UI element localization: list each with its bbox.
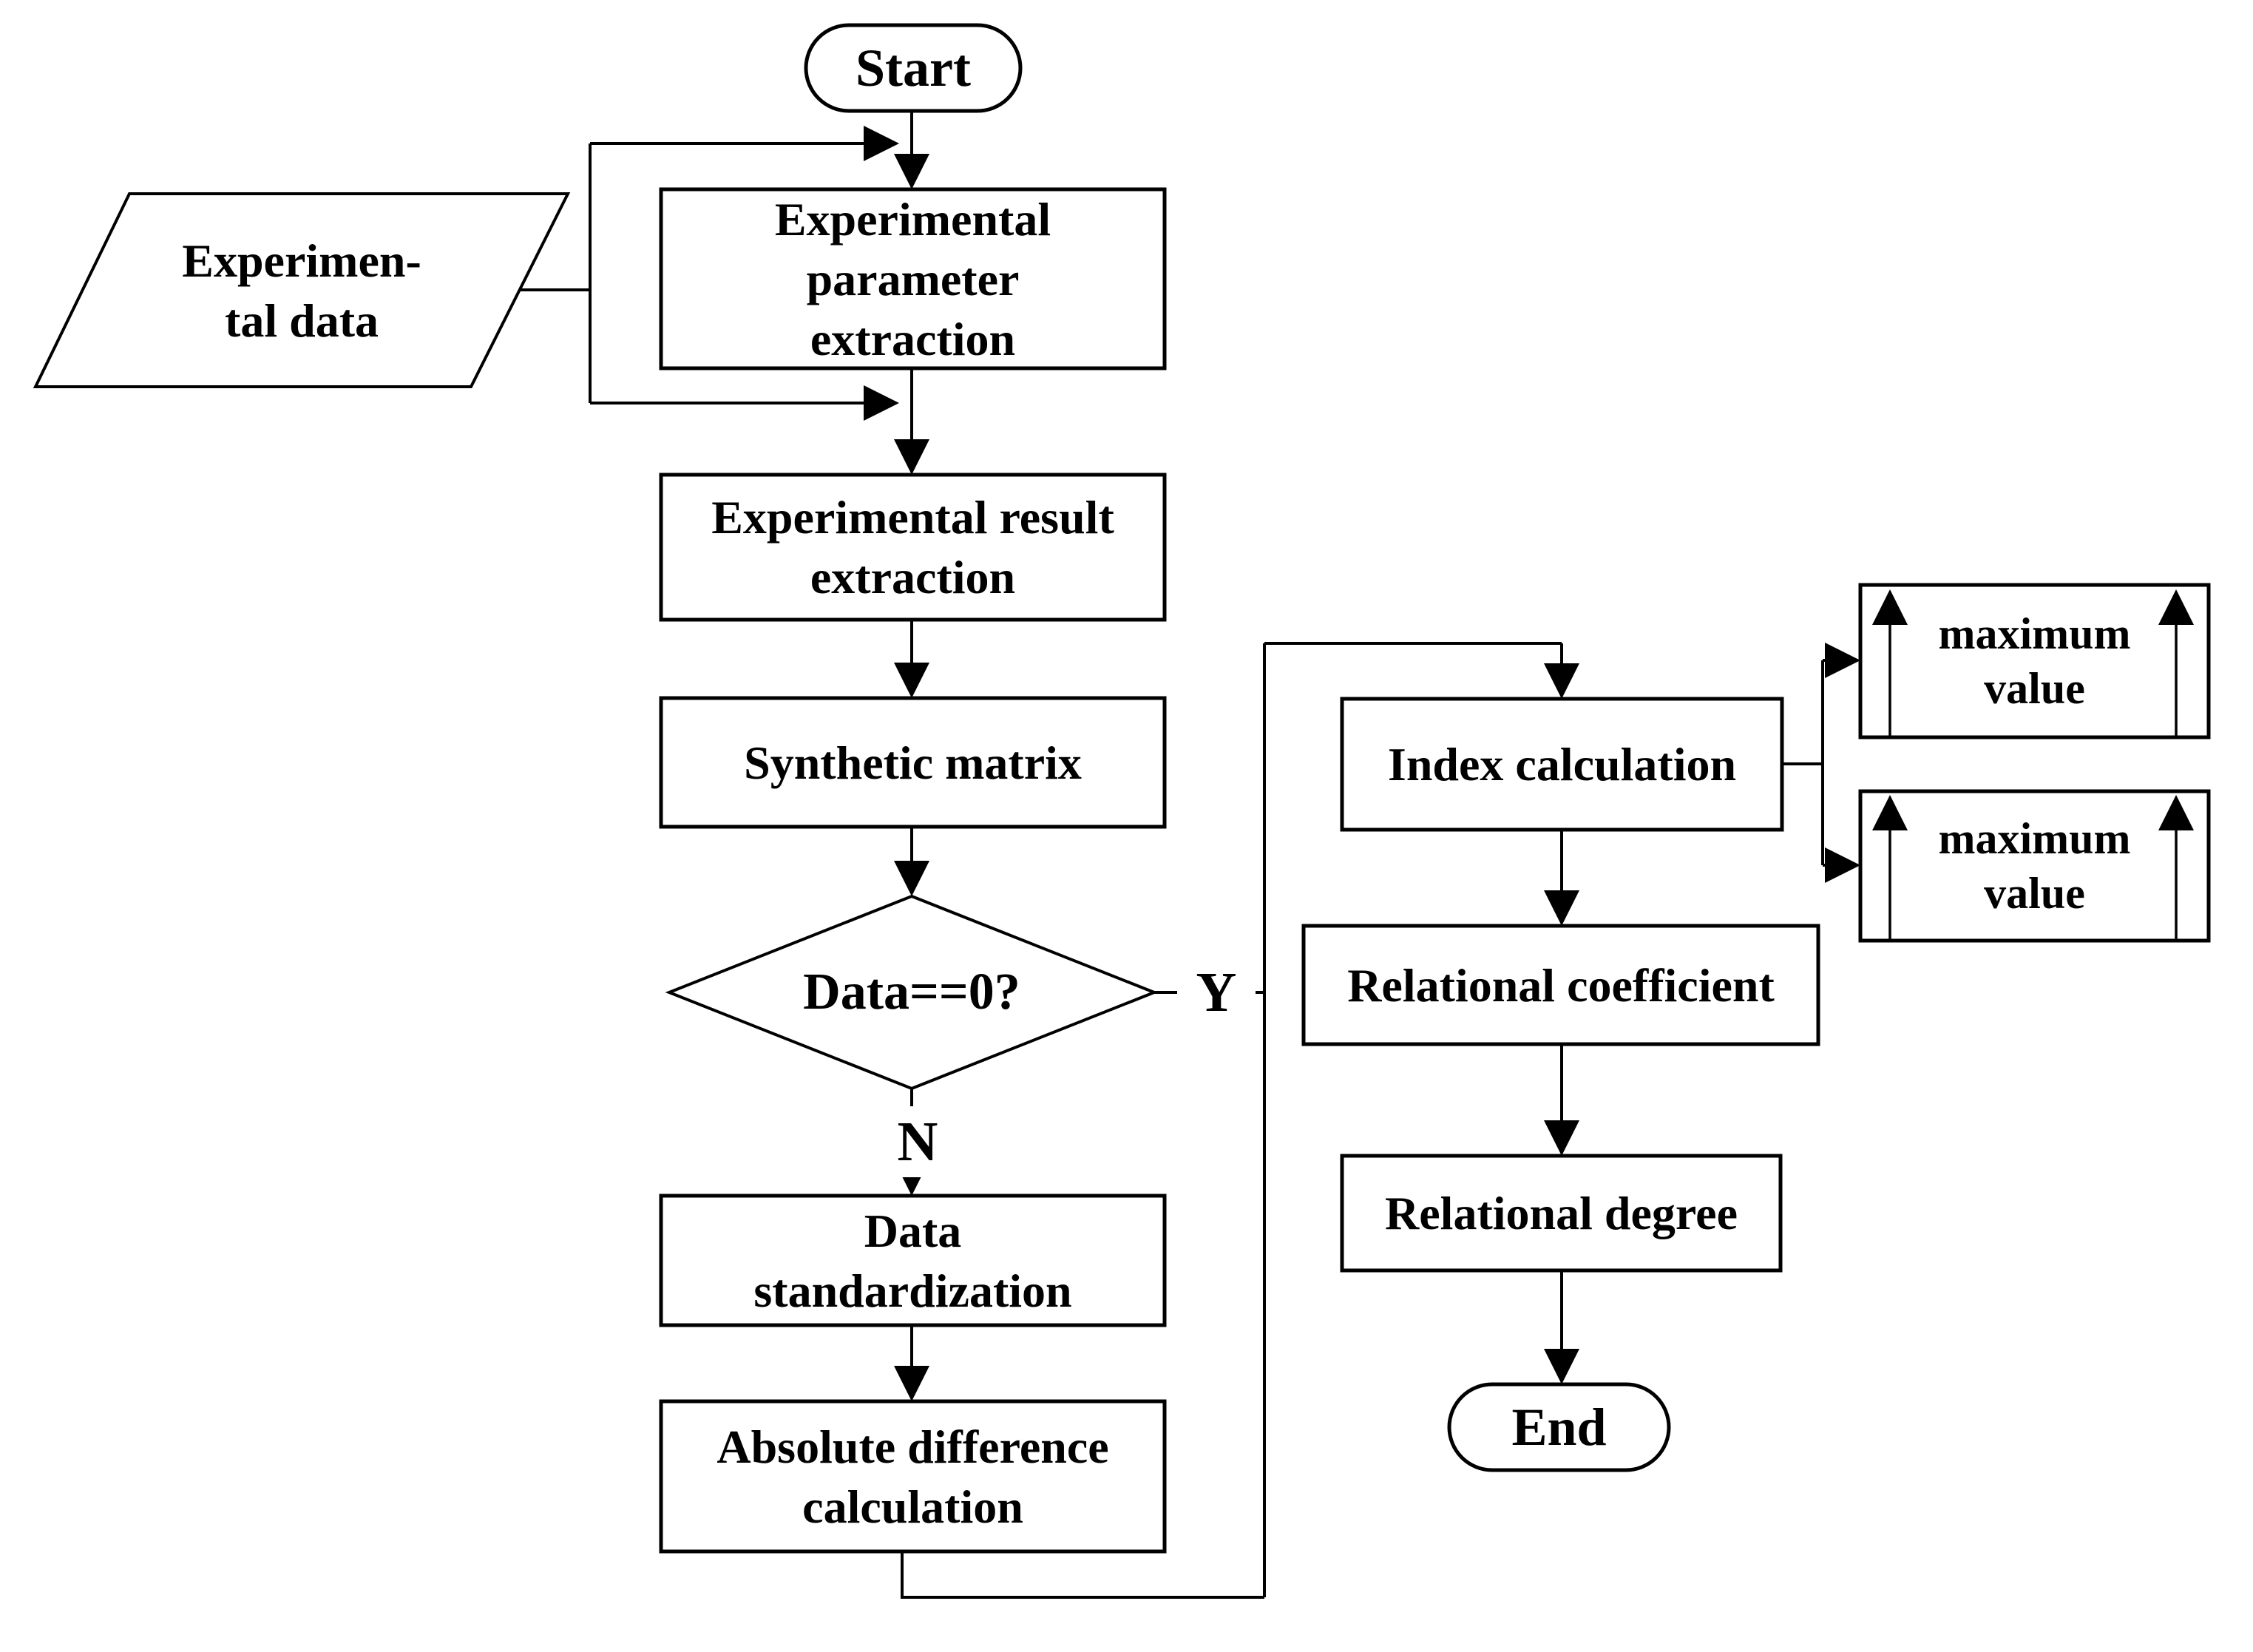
- arrowhead-up-icon: [2158, 795, 2194, 830]
- maximum-value-2-line2: value: [1984, 869, 2085, 918]
- decision-label: Data==0?: [669, 896, 1154, 1089]
- maximum-value-box-1: [1858, 583, 2211, 739]
- index-calculation-text: Index calculation: [1387, 738, 1737, 791]
- end-node-label: End: [1449, 1384, 1669, 1470]
- absolute-difference-label: Absolute difference calculation: [661, 1401, 1165, 1551]
- arrowhead-down-icon: [894, 154, 929, 189]
- yes-edge-label: Y: [1177, 957, 1256, 1028]
- maximum-value-2-label: maximum value: [1908, 791, 2161, 941]
- arrowhead-right-icon: [1825, 847, 1860, 883]
- arrowhead-down-icon: [894, 663, 929, 698]
- index-calculation-box: [1340, 697, 1784, 832]
- maximum-value-1-line1: maximum: [1938, 609, 2131, 658]
- relational-degree-text: Relational degree: [1385, 1187, 1738, 1239]
- arrowhead-right-icon: [1825, 643, 1860, 678]
- edge-feedback-to-index: [1264, 642, 1563, 696]
- data-standardization-line2: standardization: [753, 1264, 1072, 1317]
- end-terminator-shape: [1447, 1382, 1671, 1472]
- param-extraction-label: Experimental parameter extraction: [661, 189, 1165, 368]
- maximum-value-1-line2: value: [1984, 664, 2085, 713]
- edge-data-trunk: [520, 143, 592, 403]
- arrowhead-down-icon: [894, 439, 929, 475]
- result-extraction-box: [659, 473, 1167, 622]
- relational-degree-box: [1340, 1154, 1783, 1273]
- node-shapes: [33, 23, 2211, 1554]
- maximum-value-1-label: maximum value: [1908, 585, 2161, 737]
- arrowhead-up-icon: [1872, 589, 1908, 625]
- relational-degree-label: Relational degree: [1342, 1156, 1781, 1270]
- experimental-data-line1: Experimen-: [182, 234, 421, 287]
- no-text: N: [897, 1111, 938, 1173]
- result-extraction-line1: Experimental result: [711, 491, 1114, 544]
- data-standardization-label: Data standardization: [661, 1196, 1165, 1325]
- experimental-data-parallelogram: [33, 192, 571, 388]
- data-standardization-box: [659, 1194, 1167, 1327]
- param-extraction-box: [659, 187, 1167, 370]
- param-extraction-line1: Experimental: [774, 192, 1051, 246]
- index-calculation-label: Index calculation: [1342, 699, 1782, 830]
- arrowhead-down-icon: [894, 1366, 929, 1401]
- relational-coefficient-text: Relational coefficient: [1347, 958, 1775, 1012]
- absolute-difference-line2: calculation: [802, 1480, 1023, 1533]
- synthetic-matrix-text: Synthetic matrix: [744, 736, 1082, 789]
- data-standardization-line1: Data: [864, 1204, 962, 1257]
- arrowhead-down-icon: [894, 861, 929, 896]
- result-extraction-label: Experimental result extraction: [661, 475, 1165, 620]
- maximum-value-2-line1: maximum: [1938, 814, 2131, 863]
- maximum-value-box-2: [1858, 789, 2211, 943]
- relational-coefficient-label: Relational coefficient: [1304, 926, 1818, 1044]
- decision-diamond: [665, 894, 1159, 1091]
- max-value-bars: [1888, 621, 2178, 939]
- experimental-data-line2: tal data: [225, 294, 379, 347]
- start-node-label: Start: [806, 25, 1020, 111]
- synthetic-matrix-box: [659, 696, 1167, 829]
- start-label-text: Start: [856, 38, 971, 98]
- no-edge-label: N: [878, 1106, 957, 1177]
- relational-coefficient-box: [1301, 924, 1820, 1046]
- param-extraction-line3: extraction: [810, 312, 1016, 365]
- synthetic-matrix-label: Synthetic matrix: [661, 698, 1165, 827]
- start-terminator-shape: [804, 23, 1023, 113]
- arrowhead-up-icon: [2158, 589, 2194, 625]
- decision-text: Data==0?: [803, 964, 1020, 1020]
- arrowhead-right-icon: [864, 126, 899, 161]
- arrowhead-right-icon: [864, 385, 899, 421]
- absolute-difference-box: [659, 1399, 1167, 1554]
- arrowhead-up-icon: [1872, 795, 1908, 830]
- arrowhead-down-icon: [1544, 1349, 1579, 1384]
- edge-index-to-max-bracket: [1782, 659, 1828, 867]
- edge-absolute-loop: [901, 1551, 1264, 1599]
- absolute-difference-line1: Absolute difference: [716, 1420, 1109, 1473]
- arrowhead-down-icon: [1544, 1120, 1579, 1156]
- result-extraction-line2: extraction: [810, 551, 1016, 603]
- param-extraction-line2: parameter: [806, 252, 1020, 305]
- arrowhead-down-icon: [1544, 663, 1579, 699]
- end-label-text: End: [1511, 1398, 1607, 1457]
- yes-text: Y: [1196, 961, 1237, 1023]
- arrowhead-down-icon: [1544, 890, 1579, 926]
- experimental-data-label: Experimen- tal data: [35, 194, 568, 387]
